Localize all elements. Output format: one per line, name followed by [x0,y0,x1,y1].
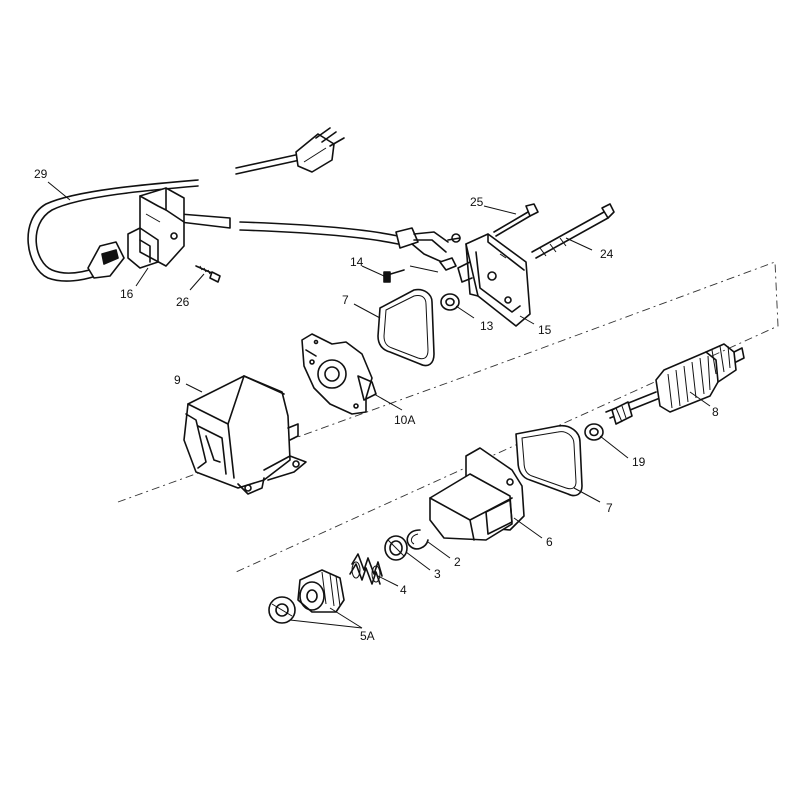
retaining-ring [406,529,429,550]
screw-14 [383,265,439,283]
power-cord [27,153,399,282]
callout-16: 16 [120,287,134,301]
washer-13 [440,293,460,311]
spring-retainer [384,535,408,561]
callout-8: 8 [712,405,719,419]
callout-7-lower: 7 [606,501,613,515]
callout-6: 6 [546,535,553,549]
wire-harness [395,227,461,271]
callout-3: 3 [434,567,441,581]
end-cap [457,233,531,327]
washer-19 [584,423,604,441]
callout-2: 2 [454,555,461,569]
pinion-gear [297,569,345,613]
through-bolt-24 [531,203,615,259]
gasket-upper [377,288,435,367]
callout-7-upper: 7 [342,293,349,307]
switch-screw [195,265,221,283]
gasket-lower [515,424,583,497]
callout-29: 29 [34,167,48,181]
callout-4: 4 [400,583,407,597]
anti-drift-spring [349,553,383,585]
callout-10a: 10A [394,413,415,427]
switch-box [127,187,185,269]
callout-19: 19 [632,455,646,469]
pinion-nut [268,596,296,624]
drive-end-housing [429,447,525,541]
callout-labels: 29 16 26 25 24 14 7 13 15 9 10A 8 19 7 6… [34,167,719,643]
cord-plug [295,127,345,173]
callout-13: 13 [480,319,494,333]
armature [605,343,745,425]
callout-5a: 5A [360,629,375,643]
callout-26: 26 [176,295,190,309]
cord-end-connector [87,241,125,279]
callout-24: 24 [600,247,614,261]
leader-lines [47,181,711,629]
brush-plate [301,333,377,415]
callout-15: 15 [538,323,552,337]
assembly-axis-line [117,261,779,573]
callout-14: 14 [350,255,364,269]
callout-9: 9 [174,373,181,387]
callout-25: 25 [470,195,484,209]
motor-frame [183,375,307,495]
bolt-25 [493,203,539,237]
